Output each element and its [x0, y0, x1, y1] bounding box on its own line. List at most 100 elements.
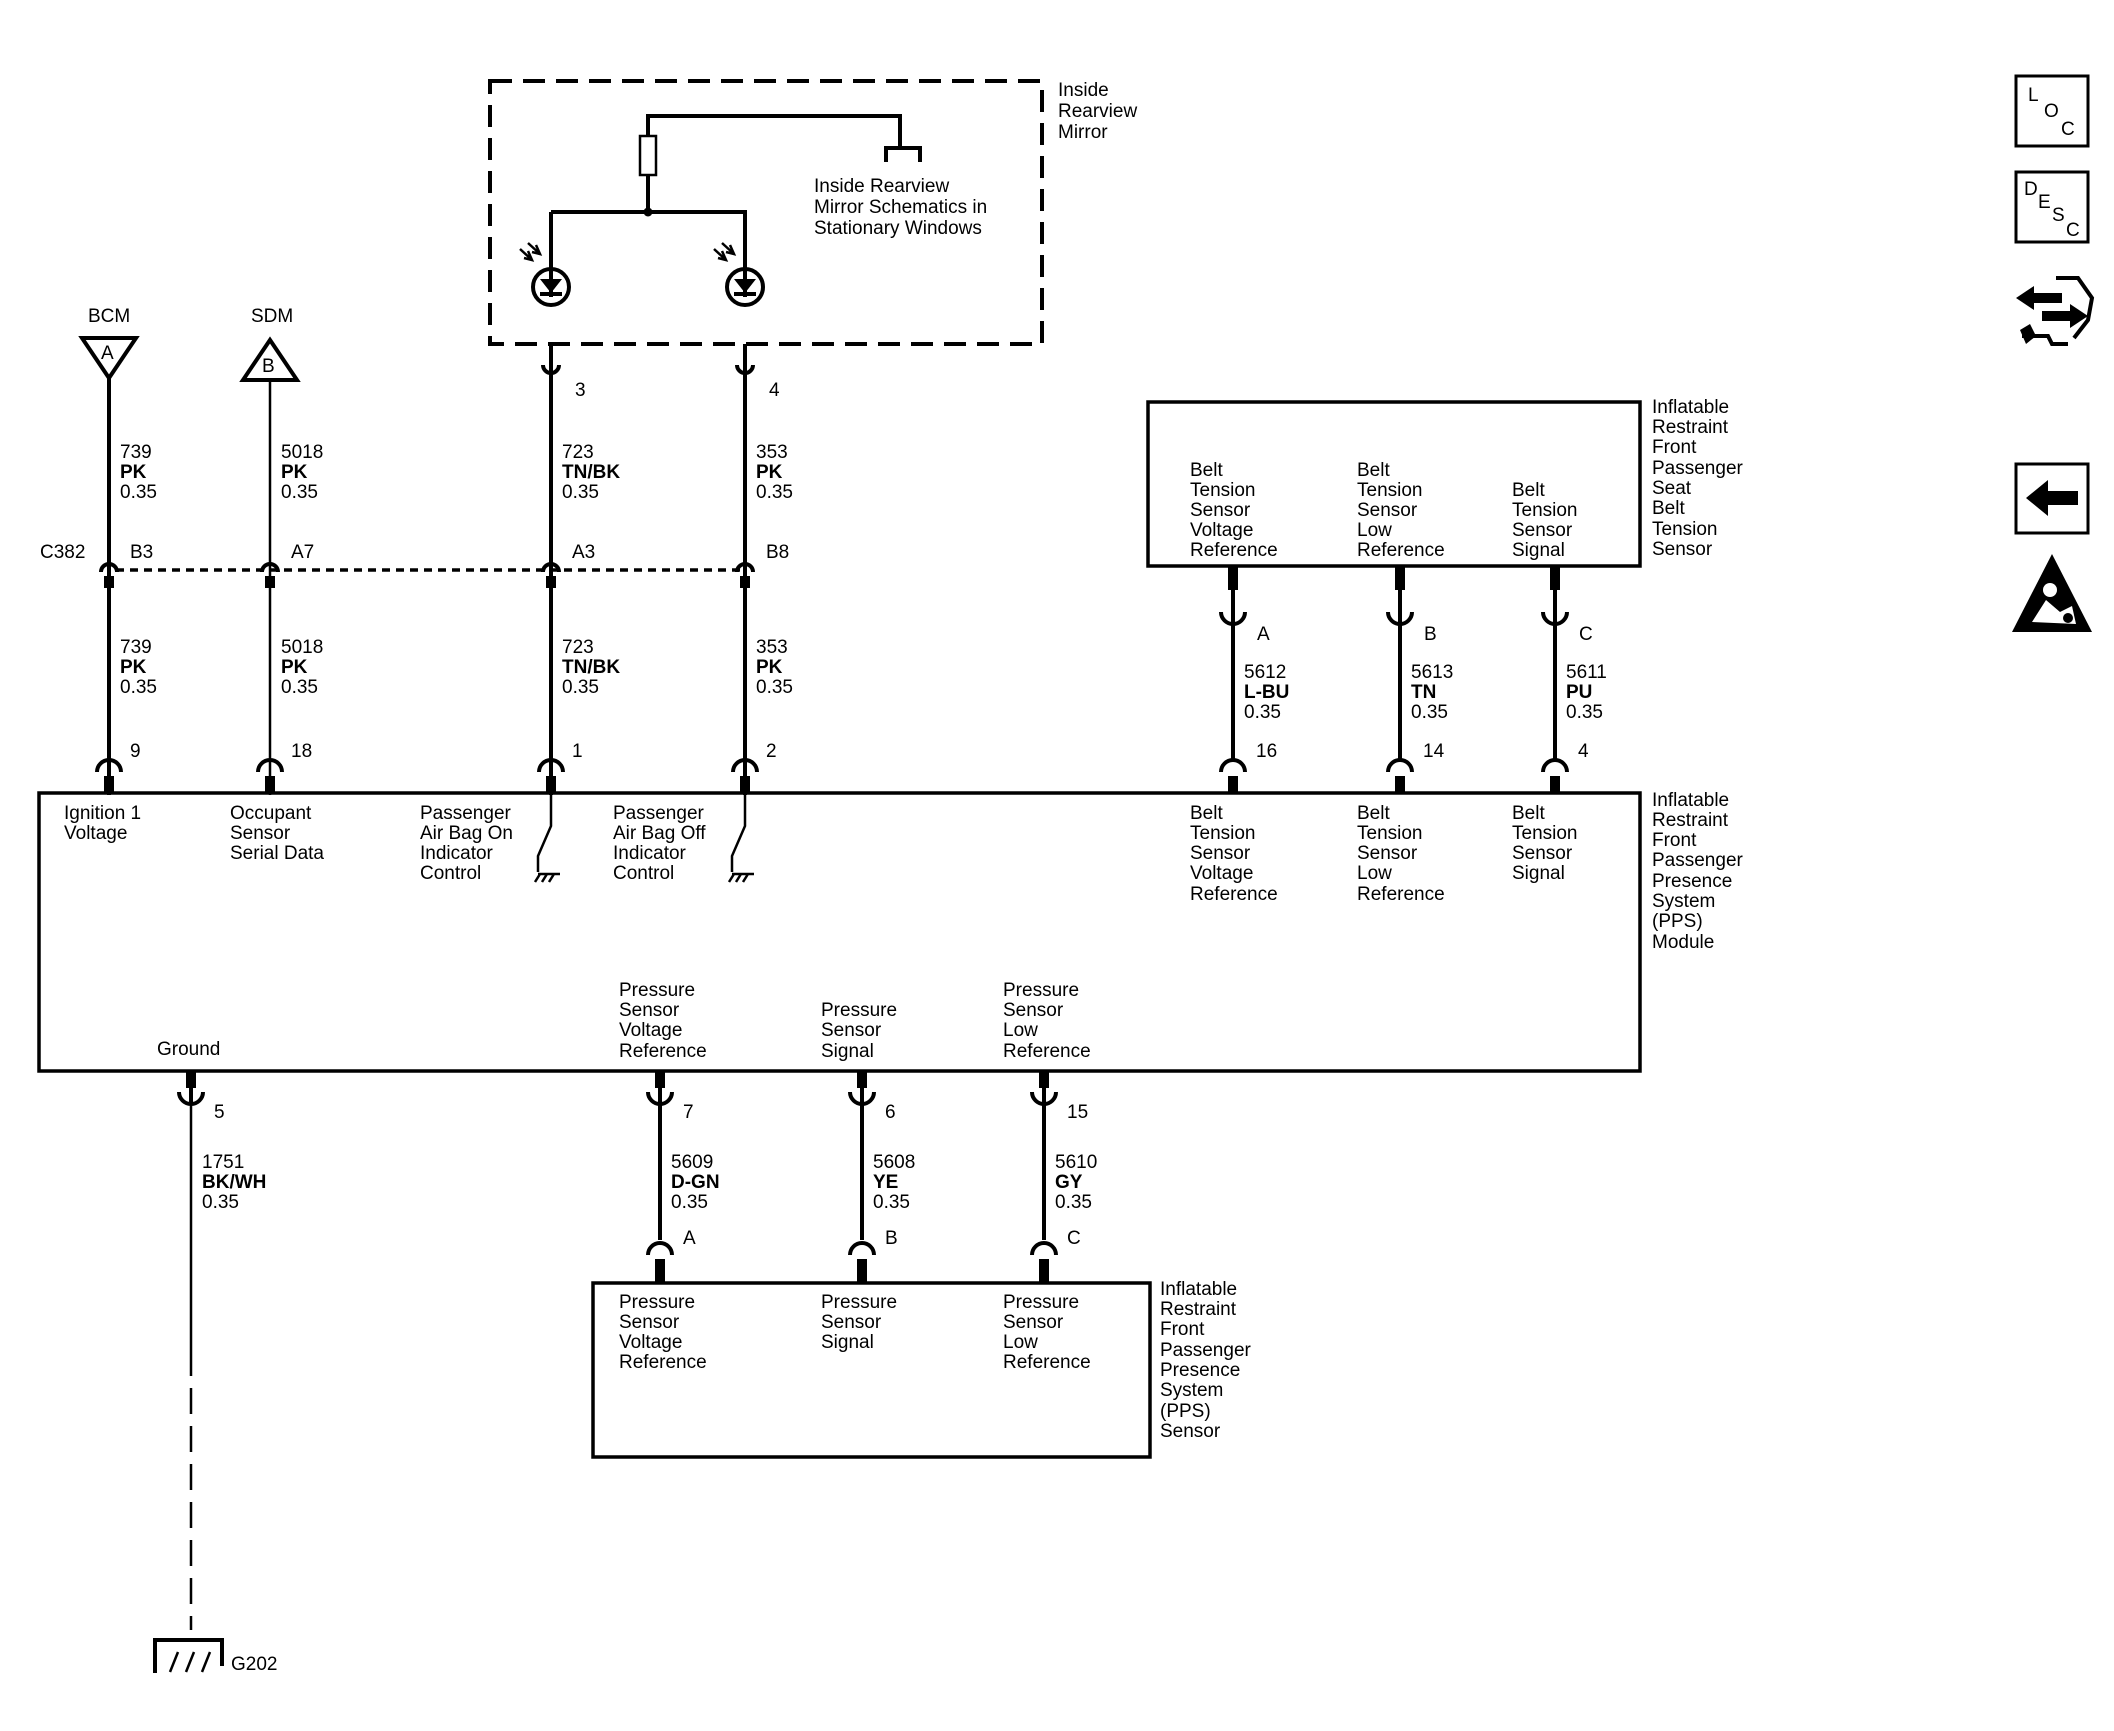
wire-353-lower-circuit: 353	[756, 637, 788, 658]
belt-cavity-b: B	[1424, 624, 1437, 645]
loc-icon-letter-o: O	[2044, 101, 2059, 122]
module-label-pss-3: Signal	[821, 1041, 874, 1062]
mirror-note-line-1: Inside Rearview	[814, 176, 949, 197]
module-label-psvr-2: Sensor	[619, 1000, 680, 1021]
wire-5610-circuit: 5610	[1055, 1152, 1097, 1173]
c382-cavity-b3: B3	[130, 542, 153, 563]
wire-723-lower-color: TN/BK	[562, 657, 620, 678]
bcm-reference: BCM A	[78, 306, 140, 382]
module-pin-15: 15	[1067, 1102, 1088, 1123]
mirror-resistor	[638, 134, 658, 177]
wire-723-color: TN/BK	[562, 462, 620, 483]
pps-cavity-b: B	[885, 1228, 898, 1249]
pps-title-2: Restraint	[1160, 1299, 1237, 1320]
sdm-reference: SDM B	[239, 306, 301, 382]
pps-sensor-box	[591, 1281, 1152, 1459]
module-label-btvr-2: Tension	[1190, 823, 1256, 844]
module-label-btlr-2: Tension	[1357, 823, 1423, 844]
module-label-pss-1: Pressure	[821, 1000, 897, 1021]
pps-sensor: A B C Pressure Sensor Voltage Reference …	[591, 1228, 1252, 1459]
back-arrow-icon[interactable]	[2014, 462, 2090, 535]
wire-5611-circuit: 5611	[1566, 662, 1607, 683]
belt-sensor-title-6: Belt	[1652, 498, 1685, 519]
belt-sensor-title-4: Passenger	[1652, 458, 1744, 479]
module-label-btlr-3: Sensor	[1357, 843, 1418, 864]
wire-5018-size: 0.35	[281, 482, 318, 503]
wire-5609-size: 0.35	[671, 1192, 708, 1213]
pps-cavity-a: A	[683, 1228, 696, 1249]
module-label-ignition-2: Voltage	[64, 823, 127, 844]
module-label-abon-4: Control	[420, 863, 481, 884]
module-title-5: Presence	[1652, 871, 1732, 892]
module-pin-6: 6	[885, 1102, 896, 1123]
wire-5611-color: PU	[1566, 682, 1592, 703]
module-pin-4: 4	[1578, 741, 1589, 762]
belt-sensor-label-a-3: Sensor	[1190, 500, 1251, 521]
desc-icon-letter-s: S	[2052, 205, 2065, 226]
pps-label-vr-1: Pressure	[619, 1292, 695, 1313]
wire-5613-size: 0.35	[1411, 702, 1448, 723]
belt-sensor-label-b-3: Sensor	[1357, 500, 1418, 521]
module-title-6: System	[1652, 891, 1715, 912]
sdm-label: SDM	[251, 306, 293, 327]
airbag-warning-icon[interactable]	[2012, 554, 2092, 632]
module-label-btlr-1: Belt	[1357, 803, 1390, 824]
module-label-btvr-5: Reference	[1190, 884, 1278, 905]
module-label-psvr-4: Reference	[619, 1041, 707, 1062]
wire-5018-circuit: 5018	[281, 442, 323, 463]
mirror-pin-3: 3	[575, 380, 586, 401]
module-label-pslr-4: Reference	[1003, 1041, 1091, 1062]
desc-icon-letter-d: D	[2024, 179, 2038, 200]
wire-5018-color: PK	[281, 462, 308, 483]
c382-cavity-a3: A3	[572, 542, 595, 563]
module-pin-14: 14	[1423, 741, 1445, 762]
wire-723-lower-size: 0.35	[562, 677, 599, 698]
belt-sensor-label-c-1: Belt	[1512, 480, 1545, 501]
wire-5018-lower-size: 0.35	[281, 677, 318, 698]
module-label-abon-2: Air Bag On	[420, 823, 513, 844]
wire-5613-circuit: 5613	[1411, 662, 1453, 683]
wire-5608-color: YE	[873, 1172, 898, 1193]
pps-title-5: Presence	[1160, 1360, 1240, 1381]
mirror-schematic-reference	[884, 146, 922, 162]
module-title-7: (PPS)	[1652, 911, 1703, 932]
mirror-title-line-1: Inside	[1058, 80, 1109, 101]
module-pin-1: 1	[572, 741, 583, 762]
pps-label-lr-2: Sensor	[1003, 1312, 1064, 1333]
module-title-8: Module	[1652, 932, 1714, 953]
belt-sensor-title-7: Tension	[1652, 519, 1718, 540]
ground-g202-label: G202	[231, 1654, 277, 1675]
bcm-triangle-icon	[78, 336, 140, 382]
belt-sensor-title-8: Sensor	[1652, 539, 1713, 560]
pps-title-1: Inflatable	[1160, 1279, 1237, 1300]
belt-tension-sensor: Belt Tension Sensor Voltage Reference Be…	[1146, 397, 1744, 760]
nav-icon-desc[interactable]: D E S C	[2014, 170, 2090, 244]
belt-sensor-label-b-5: Reference	[1357, 540, 1445, 561]
belt-sensor-label-c-3: Sensor	[1512, 520, 1573, 541]
module-label-btlr-5: Reference	[1357, 884, 1445, 905]
pps-label-vr-2: Sensor	[619, 1312, 680, 1333]
module-label-pss-2: Sensor	[821, 1020, 882, 1041]
c382-label: C382	[40, 542, 85, 563]
mirror-note-line-3: Stationary Windows	[814, 218, 982, 239]
air-bag-off-led-icon	[713, 242, 765, 307]
wire-5609-color: D-GN	[671, 1172, 720, 1193]
wire-1751-color: BK/WH	[202, 1172, 266, 1193]
module-label-aboff-3: Indicator	[613, 843, 687, 864]
wire-723-circuit: 723	[562, 442, 594, 463]
mirror-dashed-boundary	[488, 79, 1044, 346]
wire-739-size: 0.35	[120, 482, 157, 503]
module-label-ignition-1: Ignition 1	[64, 803, 141, 824]
module-bottom-pins: 5 7 6 15	[177, 1071, 1088, 1240]
module-label-psvr-3: Voltage	[619, 1020, 682, 1041]
connector-end-view-icon[interactable]	[2016, 276, 2095, 346]
nav-icon-loc[interactable]: L O C	[2014, 74, 2090, 148]
ground-circuit: 1751 BK/WH 0.35 G202	[153, 1104, 277, 1675]
pps-label-vr-4: Reference	[619, 1352, 707, 1373]
pps-title-3: Front	[1160, 1319, 1205, 1340]
wire-723-lower-circuit: 723	[562, 637, 594, 658]
pps-module-box	[37, 791, 1642, 1073]
bcm-letter: A	[101, 343, 114, 364]
wire-739-lower-color: PK	[120, 657, 147, 678]
module-label-pslr-1: Pressure	[1003, 980, 1079, 1001]
